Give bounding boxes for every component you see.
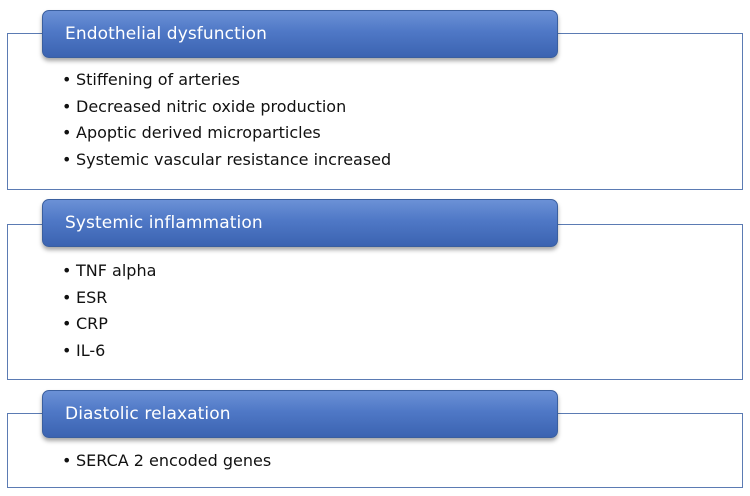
bullet-list: SERCA 2 encoded genes (62, 448, 271, 475)
section-title: Endothelial dysfunction (65, 24, 268, 44)
list-item: TNF alpha (62, 258, 156, 285)
section-header: Systemic inflammation (42, 199, 558, 247)
list-item: IL-6 (62, 338, 156, 365)
section-title: Diastolic relaxation (65, 404, 231, 424)
list-item: CRP (62, 311, 156, 338)
section-header: Diastolic relaxation (42, 390, 558, 438)
section-title: Systemic inflammation (65, 213, 263, 233)
list-item: SERCA 2 encoded genes (62, 448, 271, 475)
section-header: Endothelial dysfunction (42, 10, 558, 58)
bullet-list: Stiffening of arteries Decreased nitric … (62, 67, 391, 173)
list-item: Systemic vascular resistance increased (62, 147, 391, 174)
list-item: ESR (62, 285, 156, 312)
list-item: Decreased nitric oxide production (62, 94, 391, 121)
bullet-list: TNF alpha ESR CRP IL-6 (62, 258, 156, 364)
list-item: Apoptic derived microparticles (62, 120, 391, 147)
list-item: Stiffening of arteries (62, 67, 391, 94)
